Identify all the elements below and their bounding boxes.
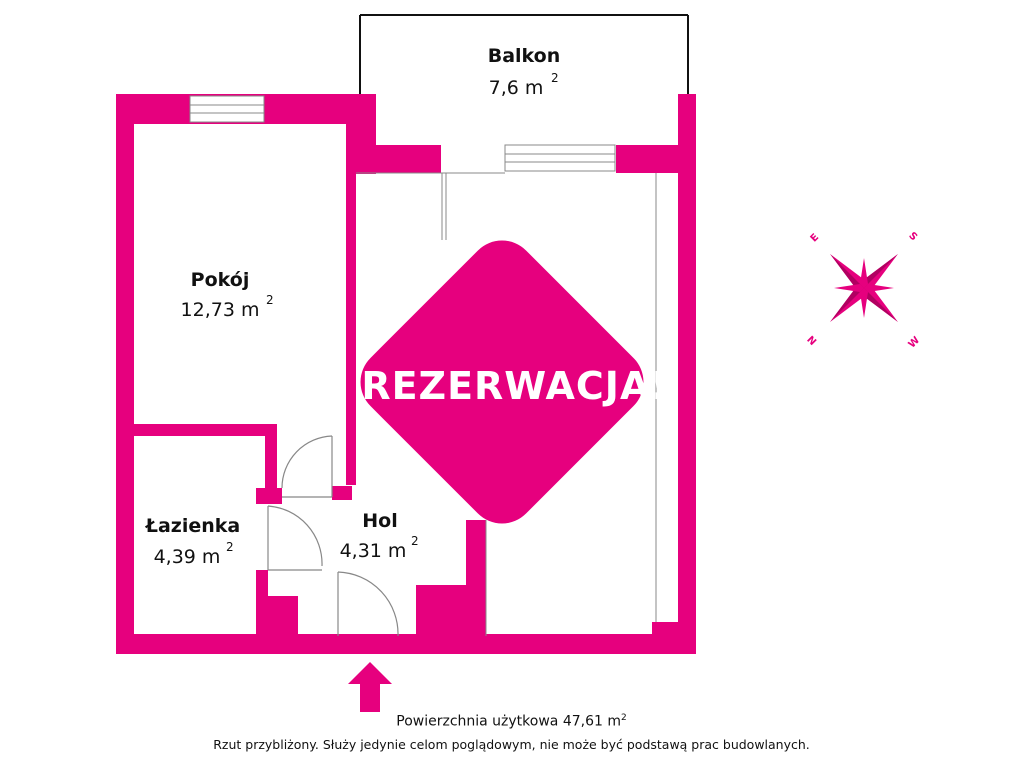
room-area-sup-hol: 2 [411, 534, 419, 548]
reservation-badge: REZERWACJA! [360, 240, 668, 524]
room-balkon: Balkon 7,6 m 2 [488, 45, 561, 99]
doors [267, 435, 399, 637]
room-name-lazienka: Łazienka [145, 515, 240, 537]
usable-area-sup: 2 [621, 713, 627, 723]
compass-label-n: N [804, 334, 818, 348]
badge-text: REZERWACJA! [361, 364, 668, 408]
badge-diamond [360, 240, 644, 524]
room-area-hol: 4,31 m [340, 540, 407, 562]
room-hol: Hol 4,31 m 2 [340, 510, 419, 562]
room-area-sup-balkon: 2 [551, 71, 559, 85]
compass-rose-icon [830, 254, 898, 322]
windows [189, 95, 616, 172]
room-area-lazienka: 4,39 m [154, 546, 221, 568]
compass-label-w: W [907, 335, 923, 351]
room-area-sup-lazienka: 2 [226, 540, 234, 554]
balcony-outline [359, 14, 689, 95]
room-pokoj: Pokój 12,73 m 2 [181, 269, 274, 321]
walls [116, 94, 696, 654]
usable-area-label: Powierzchnia użytkowa 47,61 m [396, 713, 621, 730]
compass-label-e: E [809, 232, 822, 245]
room-name-pokoj: Pokój [191, 269, 250, 291]
compass-label-s: S [906, 230, 919, 243]
window-balkon-door [504, 144, 616, 172]
room-area-pokoj: 12,73 m [181, 299, 260, 321]
room-area-balkon: 7,6 m [489, 77, 544, 99]
room-name-balkon: Balkon [488, 45, 561, 67]
inner-lines [356, 172, 657, 636]
room-area-sup-pokoj: 2 [266, 293, 274, 307]
usable-area-caption: Powierzchnia użytkowa 47,61 m2 [0, 713, 1023, 730]
room-name-hol: Hol [362, 510, 397, 532]
disclaimer-text: Rzut przybliżony. Służy jedynie celom po… [213, 737, 810, 752]
entrance-arrow-icon [348, 662, 392, 712]
room-lazienka: Łazienka 4,39 m 2 [145, 515, 240, 568]
window-pokoj [189, 95, 265, 123]
